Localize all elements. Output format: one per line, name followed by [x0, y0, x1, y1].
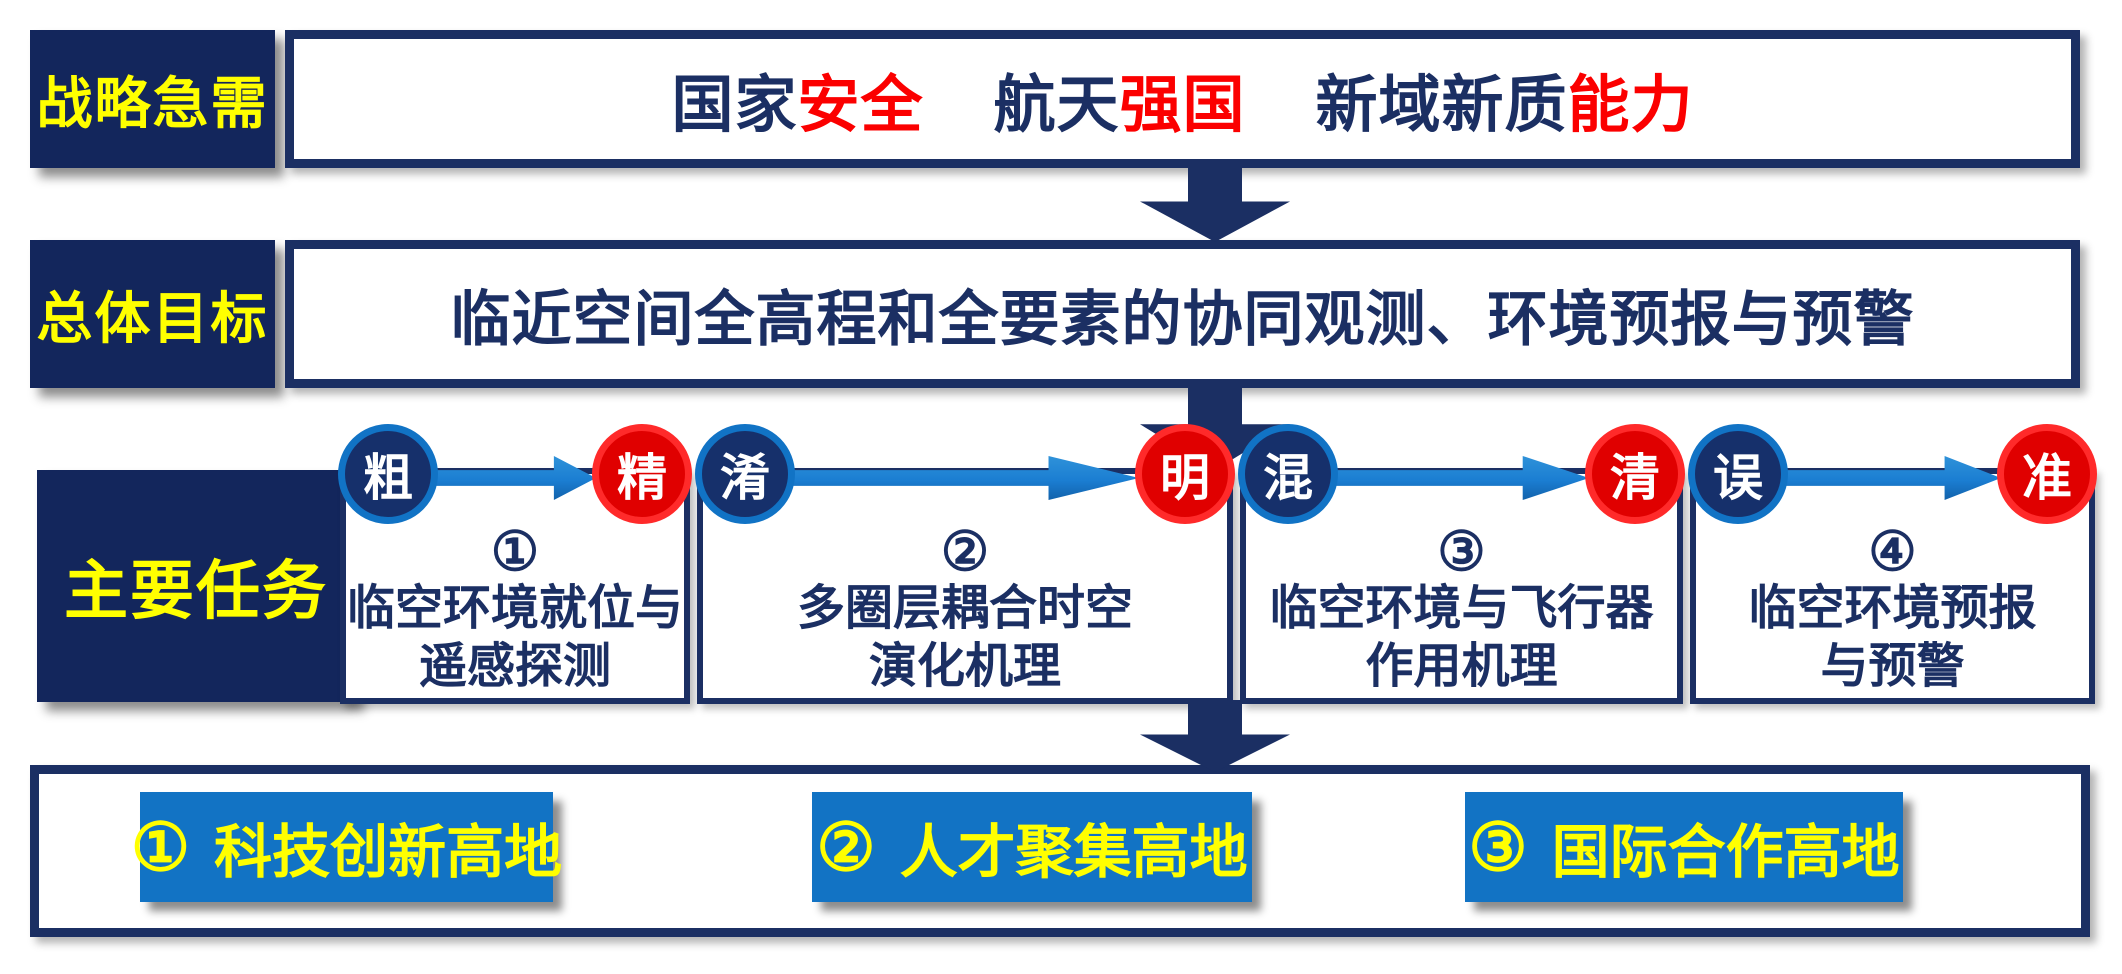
task4-title-line2: 与预警 [1820, 640, 1965, 693]
right-arrow-icon [434, 456, 596, 500]
task2-title-line1: 多圈层耦合时空 [796, 582, 1133, 635]
task4-title-line1: 临空环境预报 [1748, 582, 2037, 635]
down-arrow-icon [1140, 700, 1290, 772]
overall-goal-box: 临近空间全高程和全要素的协同观测、环境预报与预警 [285, 240, 2080, 388]
down-arrow-icon [1140, 164, 1290, 242]
outcome-number-badge: ① [130, 810, 191, 884]
task2-number: ② [940, 522, 990, 582]
task3-number: ③ [1437, 522, 1486, 582]
task1-title-line1: 临空环境就位与 [346, 582, 683, 635]
phrase-normal-text: 国家 [671, 71, 798, 140]
task1-end-circle: 精 [592, 424, 692, 524]
task4-start-circle: 误 [1688, 424, 1788, 524]
outcome-international-cooperation: ③ 国际合作高地 [1465, 792, 1903, 902]
task1-title-line2: 遥感探测 [418, 640, 611, 693]
right-arrow-icon [1784, 456, 2001, 500]
phrase-highlight-text: 强国 [1119, 71, 1246, 140]
strategic-need-label: 战略急需 [30, 30, 275, 168]
outcome-label: 科技创新高地 [214, 820, 563, 885]
outcome-number-badge: ③ [1468, 810, 1528, 884]
phrase-new-capability: 新域新质能力 [1316, 54, 1694, 144]
task2-start-circle: 淆 [695, 424, 795, 524]
task4-end-circle: 准 [1997, 424, 2097, 524]
outcome-label: 国际合作高地 [1551, 820, 1900, 885]
outcome-talent-gathering: ② 人才聚集高地 [812, 792, 1252, 902]
phrase-highlight-text: 能力 [1567, 71, 1694, 140]
overall-goal-text: 临近空间全高程和全要素的协同观测、环境预报与预警 [450, 285, 1915, 353]
task-box-2: 淆 明 ② 多圈层耦合时空 演化机理 [695, 424, 1235, 704]
task-box-3: 混 清 ③ 临空环境与飞行器 作用机理 [1238, 424, 1685, 704]
outcome-tech-innovation: ① 科技创新高地 [131, 792, 562, 902]
right-arrow-icon [1334, 456, 1589, 500]
task-box-1: 粗 精 ① 临空环境就位与 遥感探测 [338, 424, 692, 704]
task1-start-circle: 粗 [338, 424, 438, 524]
phrase-national-security: 国家安全 [671, 54, 923, 144]
strategic-phrases: 国家安全 航天强国 新域新质能力 [671, 54, 1693, 144]
outcomes-box: ① 科技创新高地 ② 人才聚集高地 ③ 国际合作高地 [30, 765, 2090, 937]
task4-number: ④ [1868, 522, 1917, 582]
task3-start-circle: 混 [1238, 424, 1338, 524]
task3-title-line2: 作用机理 [1365, 640, 1558, 693]
outcome-number-badge: ② [816, 810, 876, 884]
overall-goal-label: 总体目标 [30, 240, 275, 388]
phrase-highlight-text: 安全 [797, 71, 924, 140]
task3-title-line1: 临空环境与飞行器 [1269, 582, 1654, 635]
strategic-need-box: 国家安全 航天强国 新域新质能力 [285, 30, 2080, 168]
task2-title-line2: 演化机理 [868, 640, 1061, 693]
phrase-normal-text: 新域新质 [1315, 71, 1568, 140]
phrase-normal-text: 航天 [993, 71, 1120, 140]
phrase-space-power: 航天强国 [993, 54, 1245, 144]
main-tasks-label: 主要任务 [37, 470, 355, 702]
task1-number: ① [490, 522, 540, 582]
outcome-label: 人才聚集高地 [899, 820, 1248, 885]
task3-end-circle: 清 [1585, 424, 1685, 524]
right-arrow-icon [791, 456, 1139, 500]
task2-end-circle: 明 [1135, 424, 1235, 524]
task-box-4: 误 准 ④ 临空环境预报 与预警 [1688, 424, 2097, 704]
